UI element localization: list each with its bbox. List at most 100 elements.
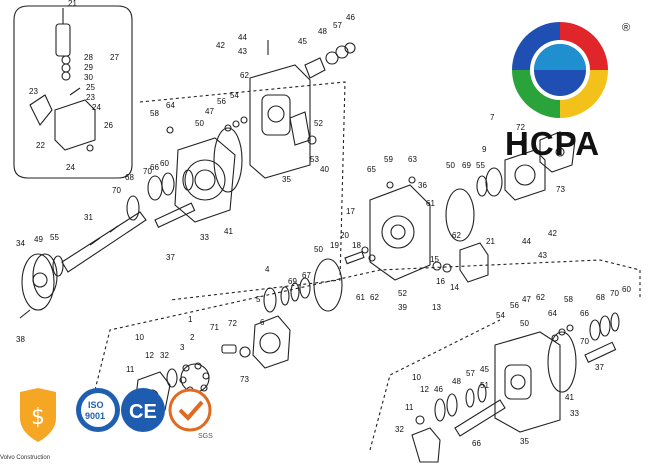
diagram-part [560, 70, 608, 118]
drive-shaft [61, 211, 147, 273]
label-40: 40 [320, 165, 329, 174]
label-2: 2 [190, 333, 195, 342]
diagram-part [182, 169, 194, 191]
label-45b: 45 [480, 365, 489, 374]
diagram-part [408, 176, 416, 184]
label-43: 43 [238, 47, 247, 56]
label-23b: 23 [86, 93, 95, 102]
label-50: 50 [195, 119, 204, 128]
label-57: 57 [333, 21, 342, 30]
label-56: 56 [217, 97, 226, 106]
diagram-part [560, 22, 608, 70]
label-11b: 11 [405, 403, 414, 412]
label-35: 35 [282, 175, 291, 184]
diagram-part [539, 131, 576, 173]
label-55: 55 [50, 233, 59, 242]
cylinder-block-6 [252, 315, 291, 369]
label-24: 24 [92, 103, 101, 112]
diagram-part [179, 376, 187, 384]
label-15: 15 [430, 255, 439, 264]
diagram-part [534, 44, 586, 70]
diagram-part [166, 126, 174, 134]
label-54: 54 [230, 91, 239, 100]
diagram-part [61, 63, 71, 73]
diagram-part [154, 202, 196, 228]
label-56b: 56 [510, 301, 519, 310]
diagram-part [69, 87, 81, 96]
label-3: 3 [180, 343, 185, 352]
label-61: 61 [426, 199, 435, 208]
diagram-part [361, 246, 369, 254]
label-25: 25 [86, 83, 95, 92]
label-36: 36 [418, 181, 427, 190]
label-63: 63 [408, 155, 417, 164]
diagram-part: ISO [88, 400, 104, 410]
label-66c: 66 [472, 439, 481, 448]
label-46b: 46 [434, 385, 443, 394]
label-67: 67 [302, 271, 311, 280]
label-70b: 70 [112, 186, 121, 195]
diagram-part [558, 328, 566, 336]
diagram-part [589, 319, 601, 341]
label-48b: 48 [452, 377, 461, 386]
pump-casing [249, 64, 311, 179]
diagram-part: $ [31, 405, 45, 430]
label-68b: 68 [596, 293, 605, 302]
label-64: 64 [166, 101, 175, 110]
diagram-part [465, 388, 475, 408]
diagram-part [147, 175, 163, 201]
label-21b: 21 [486, 237, 495, 246]
solenoid-valve [55, 23, 71, 57]
label-51: 51 [480, 381, 489, 390]
diagram-part [224, 124, 232, 132]
label-59: 59 [384, 155, 393, 164]
label-45: 45 [298, 37, 307, 46]
label-70c: 70 [610, 289, 619, 298]
quality-badges: $ ISO 9001 CE SGS [20, 388, 213, 442]
label-41b: 41 [565, 393, 574, 402]
label-41: 41 [224, 227, 233, 236]
label-57b: 57 [466, 369, 475, 378]
diagram-part [19, 309, 31, 319]
label-28: 28 [84, 53, 93, 62]
label-62b: 62 [452, 231, 461, 240]
diagram-part [221, 344, 237, 354]
label-32: 32 [160, 351, 169, 360]
label-71: 71 [210, 323, 219, 332]
diagram-part [325, 51, 339, 65]
label-10: 10 [135, 333, 144, 342]
diagram-part [61, 55, 71, 65]
label-42b: 42 [548, 229, 557, 238]
diagram-part [166, 368, 178, 388]
label-46: 46 [346, 13, 355, 22]
cover-34 [21, 253, 55, 311]
label-31: 31 [84, 213, 93, 222]
label-18: 18 [352, 241, 361, 250]
label-55b: 55 [476, 161, 485, 170]
diagram-part [109, 225, 119, 233]
label-73: 73 [556, 185, 565, 194]
label-12: 12 [145, 351, 154, 360]
diagram-part [32, 272, 48, 288]
diagram-part [485, 167, 503, 197]
registered-mark: ® [622, 22, 631, 34]
diagram-part [610, 312, 620, 332]
label-4: 4 [265, 265, 270, 274]
diagram-part [202, 372, 210, 380]
diagram-part [599, 315, 611, 337]
label-33b: 33 [570, 409, 579, 418]
diagram-part [299, 277, 311, 299]
diagram-part [194, 362, 202, 370]
label-13: 13 [432, 303, 441, 312]
label-35b: 35 [520, 437, 529, 446]
label-72b: 72 [228, 319, 237, 328]
label-58: 58 [150, 109, 159, 118]
label-5: 5 [256, 295, 261, 304]
label-69: 69 [462, 161, 471, 170]
pump-casing-lower [494, 331, 561, 433]
label-50c: 50 [314, 245, 323, 254]
regulator-21 [459, 242, 489, 283]
label-24b: 24 [66, 163, 75, 172]
diagram-part [512, 22, 560, 70]
